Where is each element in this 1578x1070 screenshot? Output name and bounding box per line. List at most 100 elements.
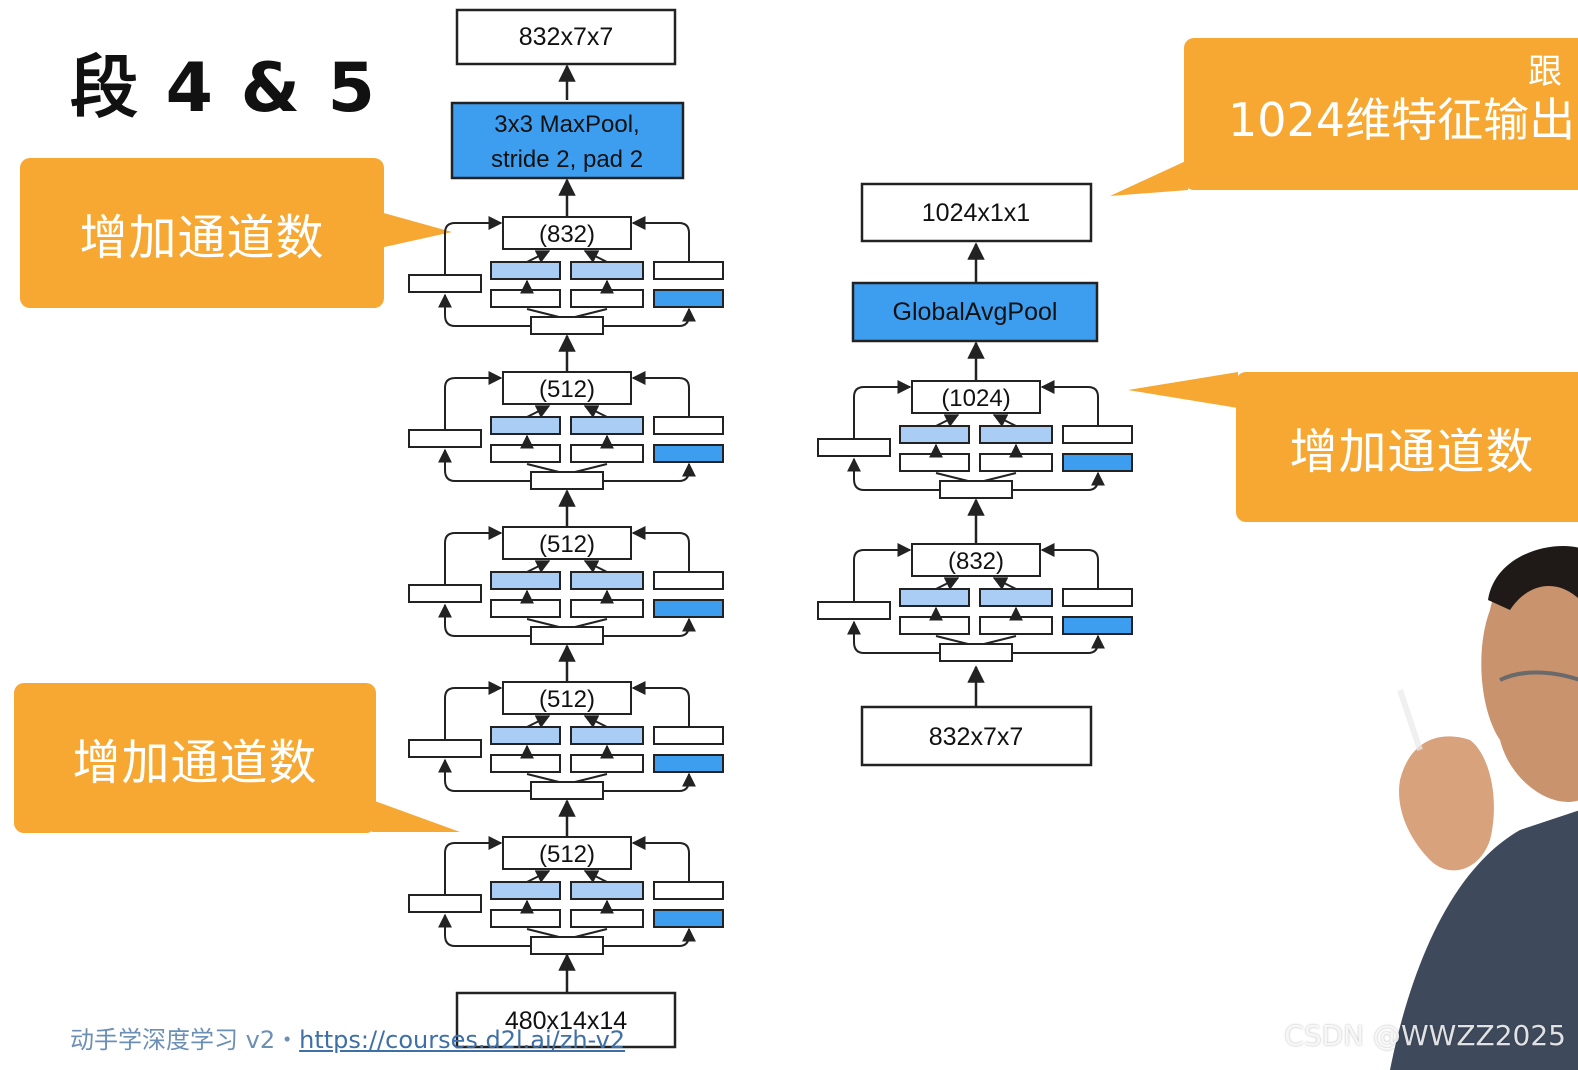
- branch2-conv3: [490, 881, 561, 900]
- input-split-box: [939, 480, 1013, 499]
- page-title: 段 4 & 5: [70, 49, 377, 128]
- branch1-box: [408, 429, 482, 448]
- callout-left-top-tail: [380, 212, 452, 248]
- channel-label: (512): [539, 841, 595, 868]
- globalavgpool-label: GlobalAvgPool: [893, 298, 1058, 326]
- footer-course: 动手学深度学习 v2・: [70, 1026, 300, 1054]
- channel-label: (512): [539, 686, 595, 713]
- callout-right-mid-tail: [1128, 372, 1238, 408]
- branch3-conv5: [570, 881, 644, 900]
- branch4-pool: [653, 289, 724, 308]
- branch3-conv1: [570, 754, 644, 773]
- callout-right-top-small-text: 跟: [1528, 52, 1562, 92]
- footer-link[interactable]: https://courses.d2l.ai/zh-v2: [299, 1026, 626, 1054]
- footer: 动手学深度学习 v2・https://courses.d2l.ai/zh-v2: [70, 1020, 625, 1055]
- left-inception-block-5: (512): [408, 836, 724, 955]
- input-split-box: [530, 471, 604, 490]
- right-inception-block-2: (832): [817, 543, 1133, 662]
- branch2-conv1: [899, 453, 970, 472]
- globalavgpool-box: [851, 281, 1099, 343]
- presenter-silhouette: [1390, 545, 1578, 1070]
- concat-box: [502, 836, 632, 870]
- right-input-box: [860, 705, 1093, 767]
- branch3-conv1: [570, 289, 644, 308]
- right-input-label: 832x7x7: [929, 723, 1024, 751]
- branch4-conv1: [653, 571, 724, 590]
- right-output-label: 1024x1x1: [922, 199, 1030, 227]
- branch2-conv3: [490, 726, 561, 745]
- watermark: CSDN @WWZZ2025: [1284, 1019, 1566, 1052]
- branch1-box: [817, 601, 891, 620]
- branch4-conv1: [653, 726, 724, 745]
- callout-left-top-text: 增加通道数: [79, 210, 325, 266]
- branch2-conv1: [490, 754, 561, 773]
- maxpool-label-line1: 3x3 MaxPool,: [494, 111, 639, 138]
- channel-label: (1024): [941, 385, 1010, 412]
- branch4-pool: [653, 909, 724, 928]
- branch3-conv5: [570, 571, 644, 590]
- branch4-pool: [653, 444, 724, 463]
- channel-label: (512): [539, 531, 595, 558]
- branch3-conv5: [570, 261, 644, 280]
- branch3-conv1: [570, 909, 644, 928]
- concat-box: [502, 526, 632, 560]
- branch3-conv1: [979, 616, 1053, 635]
- branch1-box: [408, 894, 482, 913]
- presenter-video: [1380, 540, 1578, 1070]
- input-split-box: [939, 643, 1013, 662]
- maxpool-box: [450, 101, 685, 180]
- branch4-pool: [653, 754, 724, 773]
- left-output-box: [455, 8, 677, 66]
- callout-right-mid: 增加通道数: [1236, 372, 1578, 522]
- branch3-conv1: [570, 444, 644, 463]
- callout-right-top: [1184, 38, 1578, 190]
- callout-left-bottom: 增加通道数: [14, 683, 376, 833]
- branch2-conv3: [490, 261, 561, 280]
- branch2-conv1: [899, 616, 970, 635]
- left-inception-block-2: (512): [408, 371, 724, 490]
- branch1-box: [408, 584, 482, 603]
- branch2-conv3: [899, 588, 970, 607]
- branch2-conv3: [899, 425, 970, 444]
- concat-box: [911, 543, 1041, 577]
- left-inception-block-1: (832): [408, 216, 724, 335]
- branch2-conv1: [490, 289, 561, 308]
- input-split-box: [530, 781, 604, 800]
- branch1-box: [408, 739, 482, 758]
- branch4-conv1: [1062, 425, 1133, 444]
- concat-box: [911, 380, 1041, 414]
- callout-left-bottom-text: 增加通道数: [72, 735, 318, 791]
- concat-box: [502, 216, 632, 250]
- branch2-conv1: [490, 909, 561, 928]
- input-split-box: [530, 626, 604, 645]
- branch2-conv3: [490, 571, 561, 590]
- branch3-conv5: [979, 425, 1053, 444]
- left-input-box: [455, 991, 677, 1049]
- callout-left-top: 增加通道数: [20, 158, 384, 308]
- branch3-conv1: [570, 599, 644, 618]
- callout-right-top-tail: [1110, 160, 1188, 196]
- callout-right-mid-text: 增加通道数: [1289, 424, 1535, 480]
- channel-label: (832): [948, 548, 1004, 575]
- branch2-conv1: [490, 599, 561, 618]
- branch3-conv5: [979, 588, 1053, 607]
- input-split-box: [530, 936, 604, 955]
- maxpool-label-line2: stride 2, pad 2: [491, 146, 643, 173]
- left-output-label: 832x7x7: [519, 23, 614, 51]
- branch2-conv1: [490, 444, 561, 463]
- right-output-box: [860, 182, 1093, 243]
- branch1-box: [817, 438, 891, 457]
- left-input-label: 480x14x14: [505, 1007, 627, 1035]
- branch3-conv5: [570, 726, 644, 745]
- branch4-conv1: [653, 881, 724, 900]
- channel-label: (832): [539, 221, 595, 248]
- branch3-conv1: [979, 453, 1053, 472]
- branch4-conv1: [1062, 588, 1133, 607]
- branch4-pool: [1062, 616, 1133, 635]
- branch4-conv1: [653, 416, 724, 435]
- branch2-conv3: [490, 416, 561, 435]
- left-inception-block-4: (512): [408, 681, 724, 800]
- callout-right-top-text: 1024维特征输出: [1228, 93, 1576, 147]
- branch4-pool: [1062, 453, 1133, 472]
